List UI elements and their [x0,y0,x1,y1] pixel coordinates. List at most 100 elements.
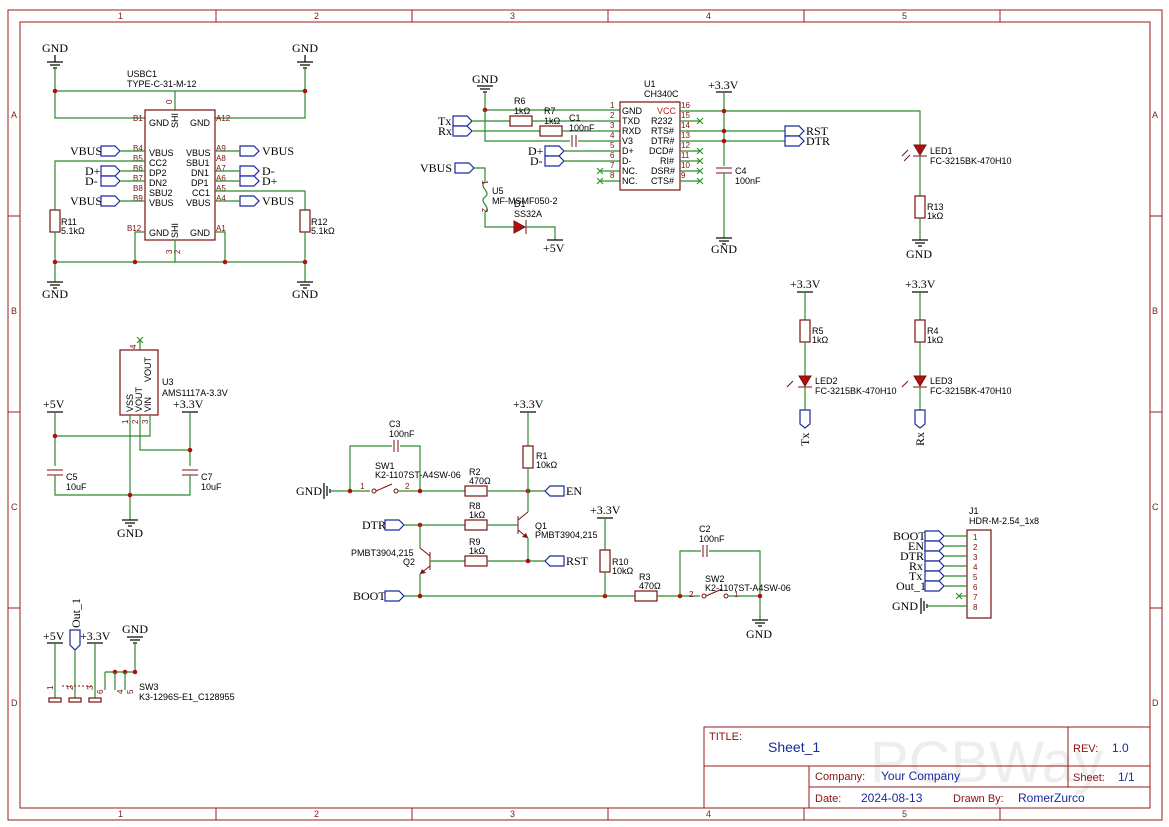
resistor-r1[interactable] [522,445,534,469]
resistor-r10[interactable] [599,549,611,573]
svg-text:2: 2 [66,685,75,690]
usb-c-connector[interactable]: GND GND USBC1 TYPE-C-31-M-12 B1 GND B4 V… [42,41,335,301]
led3-value: FC-3215BK-470H10 [930,386,1012,396]
r9-ref: R9 [469,537,481,547]
vbus-port[interactable]: VBUS [70,144,145,158]
r5-value: 1kΩ [812,335,829,345]
regulator-body[interactable] [119,349,159,416]
power-input-block[interactable]: VBUS 1 2 U5 MF-MSMF050-2 D1 SS32A +5V [420,161,565,255]
sw3-pad-3[interactable] [88,697,102,703]
svg-text:Rx: Rx [909,559,923,573]
capacitor-c3[interactable] [393,440,399,452]
rx-led-block[interactable]: +3.3V R4 1kΩ LED3 FC-3215BK-470H10 Rx [901,277,1012,446]
header-pin-rx[interactable]: Rx [909,559,967,573]
regulator-block[interactable]: VSS VOUT VIN VOUT 4 1 2 3 U3 AMS1117A-3.… [43,336,228,540]
vbus-port[interactable]: VBUS [215,194,294,208]
dminus-port[interactable]: D- [530,154,620,168]
r12-ref: R12 [311,217,328,227]
header-pin-dtr[interactable]: DTR [900,549,967,563]
led3[interactable] [913,375,927,387]
capacitor-c7[interactable] [182,469,198,476]
ch340-left-pins: 1 GND 2 TXD 3 RXD 4 V3 5 D+ 6 D- 7 NC. 8… [610,101,643,186]
header-pin-gnd[interactable]: GND [892,598,967,614]
rx-port[interactable]: Rx [438,124,473,138]
resistor-r4[interactable] [914,319,926,343]
dtr-port[interactable]: DTR [784,134,830,148]
header-pin-boot[interactable]: BOOT [893,529,967,543]
led2[interactable] [798,375,812,387]
vbus-port[interactable]: VBUS [70,194,145,208]
resistor-r5[interactable] [799,319,811,343]
resistor-r13[interactable] [914,195,926,219]
sw3-block[interactable]: +5V +3.3V GND Out_1 1 2 3 6 4 5 SW3 K3-1… [43,598,235,703]
dminus-port[interactable]: D- [215,164,275,178]
rst-port[interactable]: RST [544,554,589,568]
rst-port[interactable]: RST [784,124,829,138]
resistor-r11[interactable] [49,209,61,233]
usb-c-body[interactable] [144,109,216,241]
svg-text:D+: D+ [528,144,544,158]
zone-row-a-left: A [11,110,17,120]
sw3-pad-2[interactable] [68,697,82,703]
capacitor-c1[interactable] [571,135,577,147]
rx-port[interactable] [914,409,926,429]
led1[interactable] [901,144,927,162]
sheet-title: Sheet_1 [768,739,820,755]
vbus-port[interactable]: VBUS [420,161,475,175]
switch-sw1[interactable] [371,483,399,494]
out1-port[interactable] [69,629,81,651]
tx-led-block[interactable]: +3.3V R5 1kΩ LED2 FC-3215BK-470H10 Tx [786,277,897,446]
svg-text:A8: A8 [216,154,226,163]
header-pin-en[interactable]: EN [908,539,967,553]
dminus-port[interactable]: D- [85,174,145,188]
date-label: Date: [815,793,841,805]
gnd-symbol: GND [292,41,318,69]
capacitor-c4[interactable] [716,167,732,174]
transistor-q2[interactable] [419,547,431,575]
header-pin-tx[interactable]: Tx [909,569,967,583]
capacitor-c5[interactable] [47,469,63,476]
resistor-r6[interactable] [509,115,533,127]
reset-boot-block[interactable]: C3 100nF GND 1 2 SW1 K2-1107ST-A4SW-06 R… [296,397,791,641]
tx-port[interactable]: Tx [438,114,473,128]
ch340-block[interactable]: GND Tx Rx R6 1kΩ R7 1kΩ C1 1 [438,72,1012,261]
resistor-r8[interactable] [464,519,488,531]
ch340-body[interactable] [619,101,681,191]
tx-port[interactable] [799,409,811,429]
c3-value: 100nF [389,429,415,439]
zone-col-2-top: 2 [314,11,319,21]
diode-d1[interactable] [513,220,527,234]
sw3-pad-1[interactable] [48,697,62,703]
c3-ref: C3 [389,419,401,429]
svg-text:1: 1 [360,482,365,491]
svg-text:EN: EN [908,539,924,553]
vbus-port[interactable]: VBUS [215,144,294,158]
resistor-r2[interactable] [464,485,488,497]
en-port[interactable]: EN [544,484,582,498]
j1-body[interactable] [966,529,992,619]
dtr-port[interactable]: DTR [362,518,405,532]
dplus-port[interactable]: D+ [528,144,620,158]
svg-text:VBUS: VBUS [149,148,174,158]
c7-value: 10uF [201,482,222,492]
svg-text:A6: A6 [216,174,226,183]
svg-text:DN2: DN2 [149,178,167,188]
gnd-symbol: GND [472,72,498,93]
resistor-r7[interactable] [539,125,563,137]
led2-value: FC-3215BK-470H10 [815,386,897,396]
dplus-port[interactable]: D+ [215,174,278,188]
r4-ref: R4 [927,326,939,336]
capacitor-c2[interactable] [702,545,708,557]
resistor-r9[interactable] [464,555,488,567]
resistor-r3[interactable] [634,590,658,602]
header-j1[interactable]: J1 HDR-M-2.54_1x8 1 2 3 4 5 6 7 8 BOOT E… [892,506,1039,619]
d1-ref: D1 [514,199,526,209]
svg-text:CC2: CC2 [149,158,167,168]
r7-ref: R7 [544,106,556,116]
transistor-q1[interactable] [517,511,529,539]
header-pin-out1[interactable]: Out_1 [896,579,967,593]
boot-port[interactable]: BOOT [353,589,405,603]
svg-text:VBUS: VBUS [420,161,452,175]
dplus-port[interactable]: D+ [85,164,145,178]
resistor-r12[interactable] [299,209,311,233]
